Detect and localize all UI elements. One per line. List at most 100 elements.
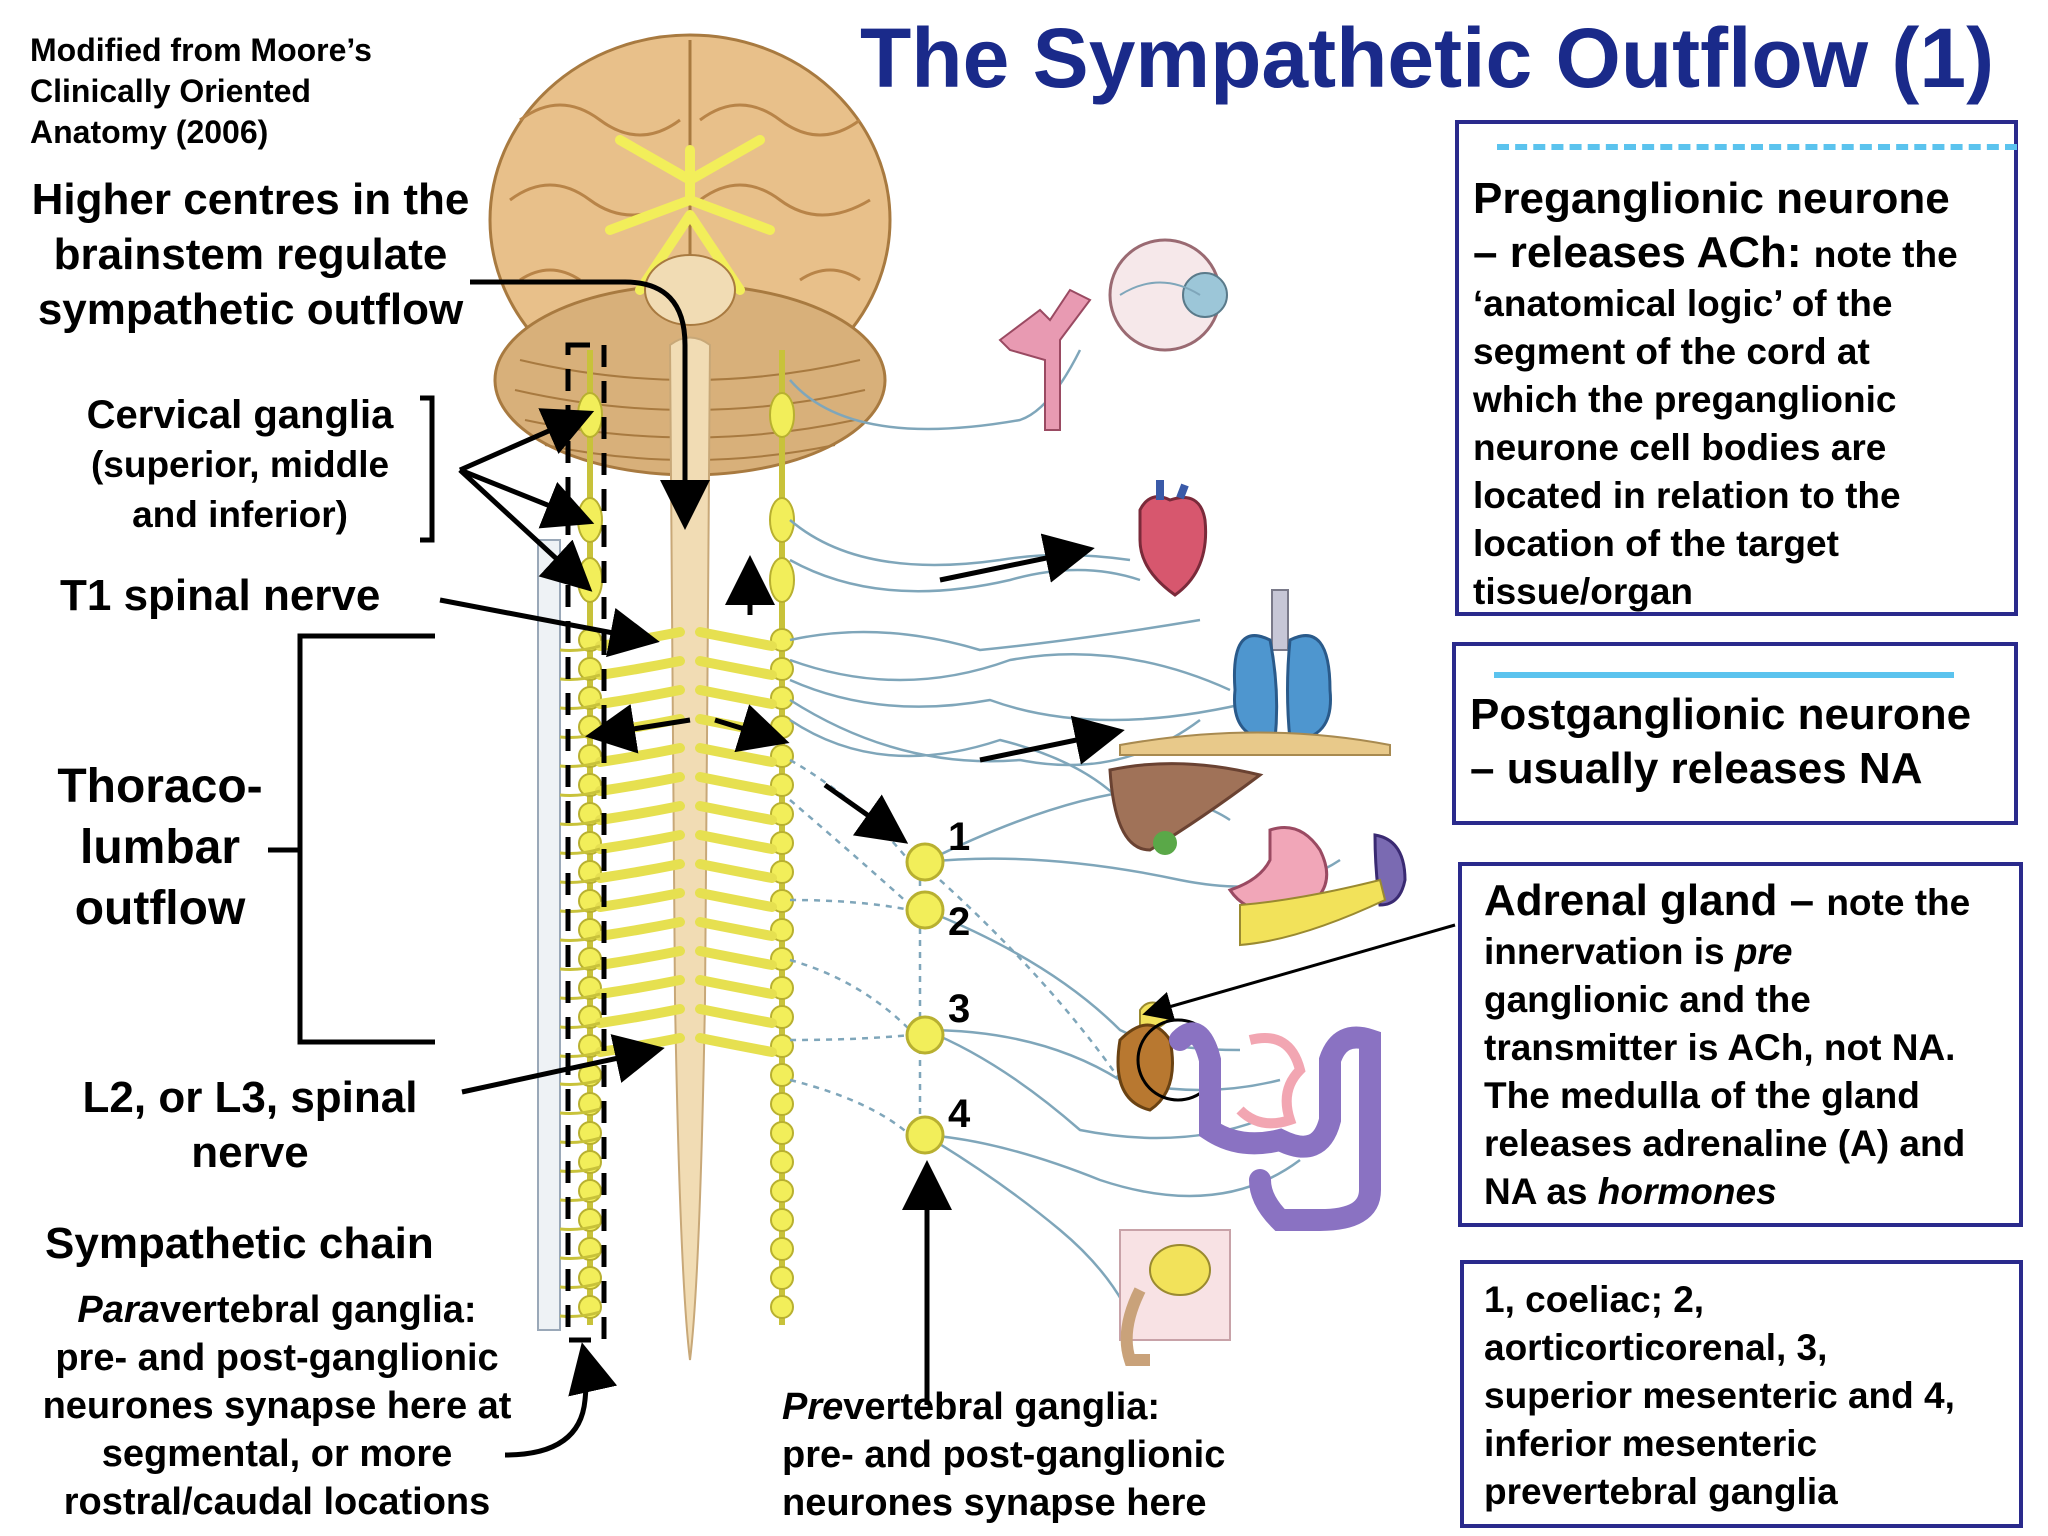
ramus [559, 905, 601, 913]
box-italic: hormones [1597, 1171, 1777, 1212]
box-text: innervation is [1484, 931, 1725, 972]
box-heading: Preganglionic neurone [1473, 174, 1950, 223]
label-line: brainstem regulate [53, 230, 448, 279]
label-line: L2, or L3, spinal [82, 1073, 418, 1122]
spinal-nerve-left [595, 888, 685, 912]
label-rest: vertebral ganglia: [159, 1289, 477, 1331]
lungs-illustration [1232, 589, 1332, 742]
spinal-nerve-left [595, 685, 685, 709]
superior-mesenteric-ganglion [905, 1015, 945, 1055]
box-line: The medulla of the gland [1484, 1075, 1920, 1116]
box-line: location of the target [1473, 523, 1839, 564]
box-line: aorticorticorenal, 3, [1484, 1327, 1828, 1368]
label-line: nerve [191, 1128, 309, 1177]
spinal-nerve-right [695, 917, 777, 941]
box-line: which the preganglionic [1473, 379, 1897, 420]
cervical-ganglion [769, 392, 795, 438]
box-line: ganglionic and the [1484, 979, 1811, 1020]
label-t1-spinal-nerve: T1 spinal nerve [60, 571, 381, 620]
spinal-nerve-left [595, 743, 685, 767]
spinal-nerve-left [595, 917, 685, 941]
chain-ganglion [770, 1295, 794, 1319]
ramus [559, 1078, 601, 1086]
ramus [559, 1252, 601, 1260]
aorticorenal-ganglion [905, 890, 945, 930]
chain-ganglion [770, 1150, 794, 1174]
label-line: Prevertebral ganglia: [782, 1383, 1262, 1431]
spinal-cord [668, 336, 712, 1361]
box-heading: Postganglionic neurone [1470, 690, 1972, 739]
chain-ganglion [770, 1121, 794, 1145]
box-line: innervation is pre [1484, 928, 2003, 976]
label-line: Thoraco- [57, 760, 263, 813]
spinal-nerve-right [695, 830, 777, 854]
ramus [559, 644, 601, 652]
spinal-nerve-right [695, 627, 777, 651]
label-line: (superior, middle [90, 444, 390, 485]
chain-highlight-box [565, 342, 607, 1343]
gallbladder-illustration [1153, 831, 1177, 855]
accent-line [1494, 672, 1954, 678]
label-line: neurones synapse here [782, 1482, 1207, 1524]
box-text: NA as [1484, 1171, 1588, 1212]
heart-illustration [1138, 480, 1208, 597]
ramus [559, 934, 601, 942]
label-rest: vertebral ganglia: [843, 1386, 1161, 1428]
liver-illustration [1108, 762, 1264, 852]
chain-ganglion [770, 1208, 794, 1232]
box-line: tissue/organ [1473, 571, 1693, 612]
label-line: outflow [74, 882, 246, 935]
pelvic-organs-illustration [1119, 1229, 1231, 1366]
box-line: superior mesenteric and 4, [1484, 1375, 1955, 1416]
inferior-mesenteric-ganglion [905, 1115, 945, 1155]
ramus [559, 1165, 601, 1173]
preganglionic-info-box: Preganglionic neurone – releases ACh: no… [1455, 120, 2018, 616]
spinal-nerve-right [695, 743, 777, 767]
chain-ganglion [770, 1179, 794, 1203]
credit-line: Anatomy (2006) [30, 114, 269, 150]
box-line: releases adrenaline (A) and [1484, 1123, 1966, 1164]
spinal-nerve-left [595, 801, 685, 825]
label-higher-centres: Higher centres in the brainstem regulate… [18, 172, 483, 337]
label-prefix: Para [77, 1289, 160, 1331]
ganglia-key-box: 1, coeliac; 2, aorticorticorenal, 3, sup… [1460, 1260, 2023, 1528]
ramus [559, 876, 601, 884]
cervical-ganglion [769, 557, 795, 603]
ramus [559, 1223, 601, 1231]
ramus [559, 1021, 601, 1029]
ganglion-number-1: 1 [948, 815, 971, 859]
spinal-nerve-right [695, 656, 777, 680]
accent-dash [1497, 144, 2017, 150]
spinal-nerve-left [595, 772, 685, 796]
box-heading-line2: – releases ACh: note the [1473, 226, 2000, 280]
box-line: ‘anatomical logic’ of the [1473, 283, 1893, 324]
label-sympathetic-chain: Sympathetic chain [45, 1219, 434, 1268]
label-line: segmental, or more [101, 1433, 453, 1475]
label-line: pre- and post-ganglionic [55, 1337, 499, 1379]
label-line: lumbar [79, 821, 241, 874]
label-cervical-ganglia: Cervical ganglia (superior, middle and i… [60, 390, 420, 540]
coeliac-ganglion [905, 842, 945, 882]
box-line: 1, coeliac; 2, [1484, 1279, 1705, 1320]
box-note: note the [1826, 882, 1971, 923]
ramus [559, 1281, 601, 1289]
spinal-nerve-left [595, 946, 685, 970]
ramus [559, 992, 601, 1000]
vertebral-column [537, 539, 561, 1331]
small-intestine-illustration [1236, 1033, 1306, 1129]
chain-ganglion [770, 1266, 794, 1290]
label-line: Paravertebral ganglia: [22, 1286, 532, 1334]
pancreas-illustration [1239, 878, 1387, 947]
ramus [559, 847, 601, 855]
diaphragm-illustration [1119, 731, 1391, 756]
box-line: inferior mesenteric [1484, 1423, 1818, 1464]
ramus [559, 1310, 601, 1318]
label-prefix: Pre [782, 1386, 844, 1428]
ramus [559, 1050, 601, 1058]
ramus [559, 1194, 601, 1202]
label-prevertebral-ganglia: Prevertebral ganglia: pre- and post-gang… [782, 1383, 1262, 1527]
spinal-nerve-right [695, 888, 777, 912]
label-paravertebral-ganglia: Paravertebral ganglia: pre- and post-gan… [22, 1286, 532, 1526]
label-line: pre- and post-ganglionic [782, 1434, 1226, 1476]
